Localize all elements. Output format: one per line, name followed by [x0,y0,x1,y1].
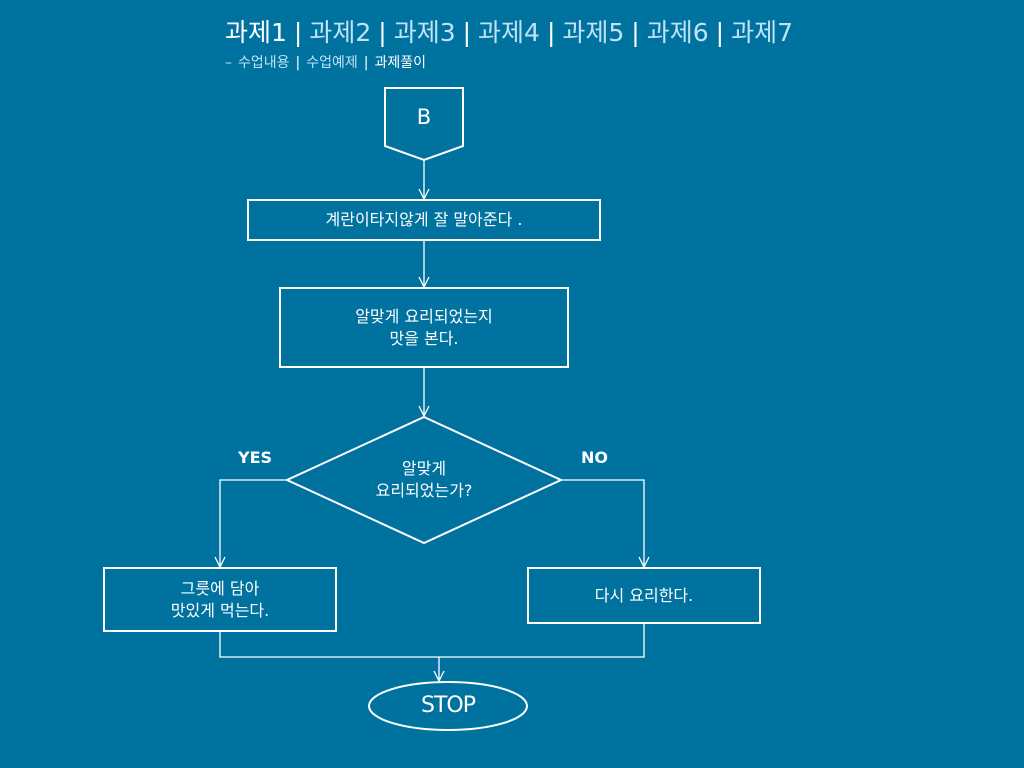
subnav-item-1[interactable]: 수업내용 [238,55,290,71]
tab-assignment-2[interactable]: 과제2 [309,18,372,47]
tab-separator: | [462,18,472,47]
stop-label: STOP [421,693,476,718]
tab-assignment-7[interactable]: 과제7 [731,18,793,47]
assignment-tabs: 과제1|과제2|과제3|과제4|과제5|과제6|과제7 [225,14,793,52]
decision-diamond [284,415,564,545]
tab-separator: | [715,18,725,47]
edge-yes-action-join [219,624,645,658]
yes-label: YES [238,448,273,467]
subnav-separator: | [295,55,301,71]
subnav-item-3[interactable]: 과제풀이 [374,55,427,71]
decision-label: 알맞게 요리되었는가? [375,459,473,500]
tab-separator: | [378,18,387,47]
subnav-item-2[interactable]: 수업예제 [306,55,358,71]
process-cook-again: 다시 요리한다. [527,567,761,624]
subnav-separator: | [363,55,369,71]
process-roll-egg: 계란이타지않게 잘 말아준다 . [247,199,601,241]
edge-decision-yes [220,479,287,567]
offpage-connector-label: B [416,105,432,129]
tab-assignment-4[interactable]: 과제4 [478,18,540,47]
tab-assignment-6[interactable]: 과제6 [646,18,709,47]
tab-separator: | [546,18,556,47]
offpage-connector-shape [384,87,464,162]
tab-assignment-3[interactable]: 과제3 [393,18,456,47]
process-serve-and-eat-label: 그릇에 담아 맛있게 먹는다. [170,578,270,620]
tab-assignment-5[interactable]: 과제5 [562,18,625,47]
edge-decision-no [561,479,644,567]
tab-separator: | [631,18,640,47]
no-label: NO [581,448,608,467]
process-taste-check: 알맞게 요리되었는지 맛을 본다. [279,287,569,368]
sub-nav: –수업내용 | 수업예제 | 과제풀이 [225,53,793,73]
header-nav: 과제1|과제2|과제3|과제4|과제5|과제6|과제7 –수업내용|수업예제|과… [225,14,793,73]
stop-terminator-shape [368,681,528,731]
process-taste-check-label: 알맞게 요리되었는지 맛을 본다. [355,306,493,348]
subnav-dash: – [225,55,232,71]
tab-separator: | [293,18,303,47]
tab-assignment-1[interactable]: 과제1 [225,18,287,47]
process-serve-and-eat: 그릇에 담아 맛있게 먹는다. [103,567,337,632]
